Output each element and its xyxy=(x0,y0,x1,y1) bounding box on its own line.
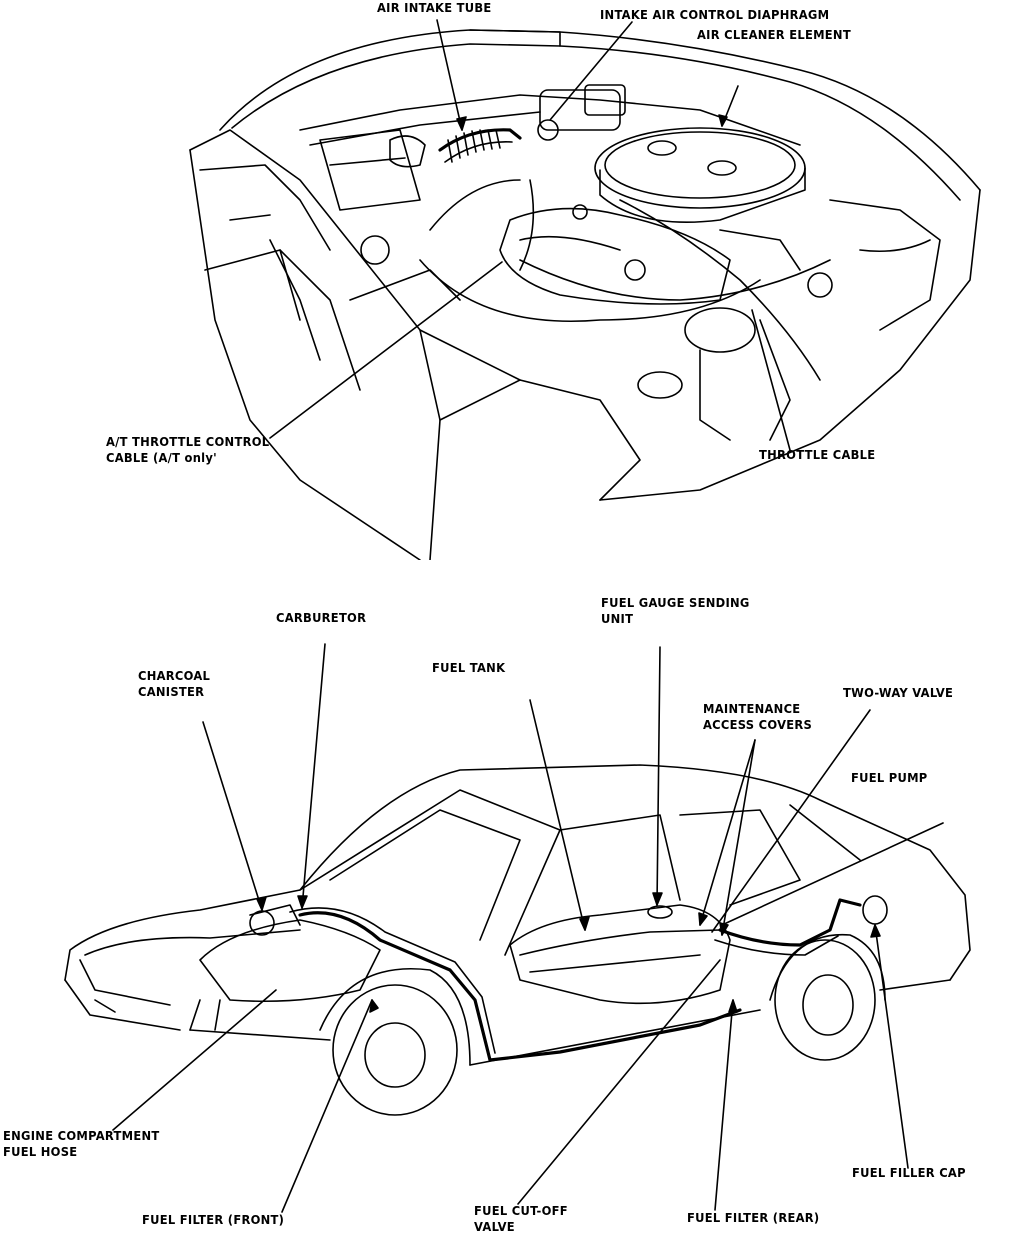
label-fuel-filler-cap: FUEL FILLER CAP xyxy=(852,1165,966,1180)
label-throttle-cable: THROTTLE CABLE xyxy=(759,447,876,462)
label-fuel-cut-off-valve: FUEL CUT-OFF VALVE xyxy=(474,1203,568,1234)
label-engine-compartment-fuel-hose: ENGINE COMPARTMENT FUEL HOSE xyxy=(3,1128,160,1159)
label-intake-air-control-diaphragm: INTAKE AIR CONTROL DIAPHRAGM xyxy=(600,7,830,22)
label-at-throttle-control-cable: A/T THROTTLE CONTROL CABLE (A/T only' xyxy=(106,434,270,465)
engine-compartment-illustration xyxy=(189,19,981,560)
label-air-intake-tube: AIR INTAKE TUBE xyxy=(377,0,492,15)
label-fuel-tank: FUEL TANK xyxy=(432,660,506,675)
label-fuel-filter-rear: FUEL FILTER (REAR) xyxy=(687,1210,820,1225)
label-fuel-filter-front: FUEL FILTER (FRONT) xyxy=(142,1212,285,1227)
label-carburetor: CARBURETOR xyxy=(276,610,367,625)
label-air-cleaner-element: AIR CLEANER ELEMENT xyxy=(697,27,851,42)
label-fuel-gauge-sending-unit: FUEL GAUGE SENDING UNIT xyxy=(601,595,750,626)
label-two-way-valve: TWO-WAY VALVE xyxy=(843,685,954,700)
label-charcoal-canister: CHARCOAL CANISTER xyxy=(138,668,211,699)
label-fuel-pump: FUEL PUMP xyxy=(851,770,928,785)
fuel-system-illustration xyxy=(64,643,971,1213)
label-maintenance-access-covers: MAINTENANCE ACCESS COVERS xyxy=(703,701,813,732)
